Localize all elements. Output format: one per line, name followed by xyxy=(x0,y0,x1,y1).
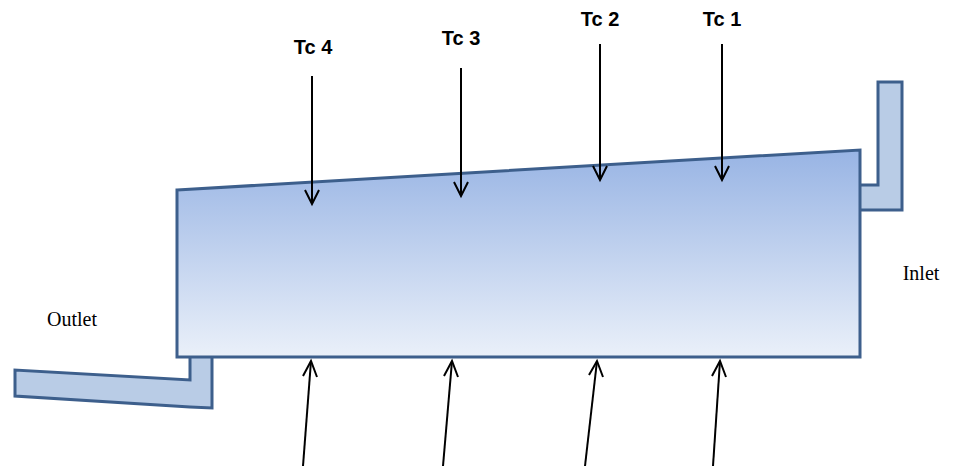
thermocouple-arrows-bottom xyxy=(303,361,726,466)
thermocouple-label: Tc 1 xyxy=(703,9,742,29)
thermocouple-label: Tc 4 xyxy=(294,37,333,57)
thermocouple-arrows-top xyxy=(305,44,729,204)
inlet-pipe xyxy=(858,82,902,210)
outlet-label: Outlet xyxy=(47,309,97,329)
outlet-pipe xyxy=(15,355,212,408)
tank-body xyxy=(177,150,860,357)
inlet-label: Inlet xyxy=(903,263,940,283)
thermocouple-label: Tc 2 xyxy=(581,9,620,29)
thermocouple-label: Tc 3 xyxy=(442,28,481,48)
